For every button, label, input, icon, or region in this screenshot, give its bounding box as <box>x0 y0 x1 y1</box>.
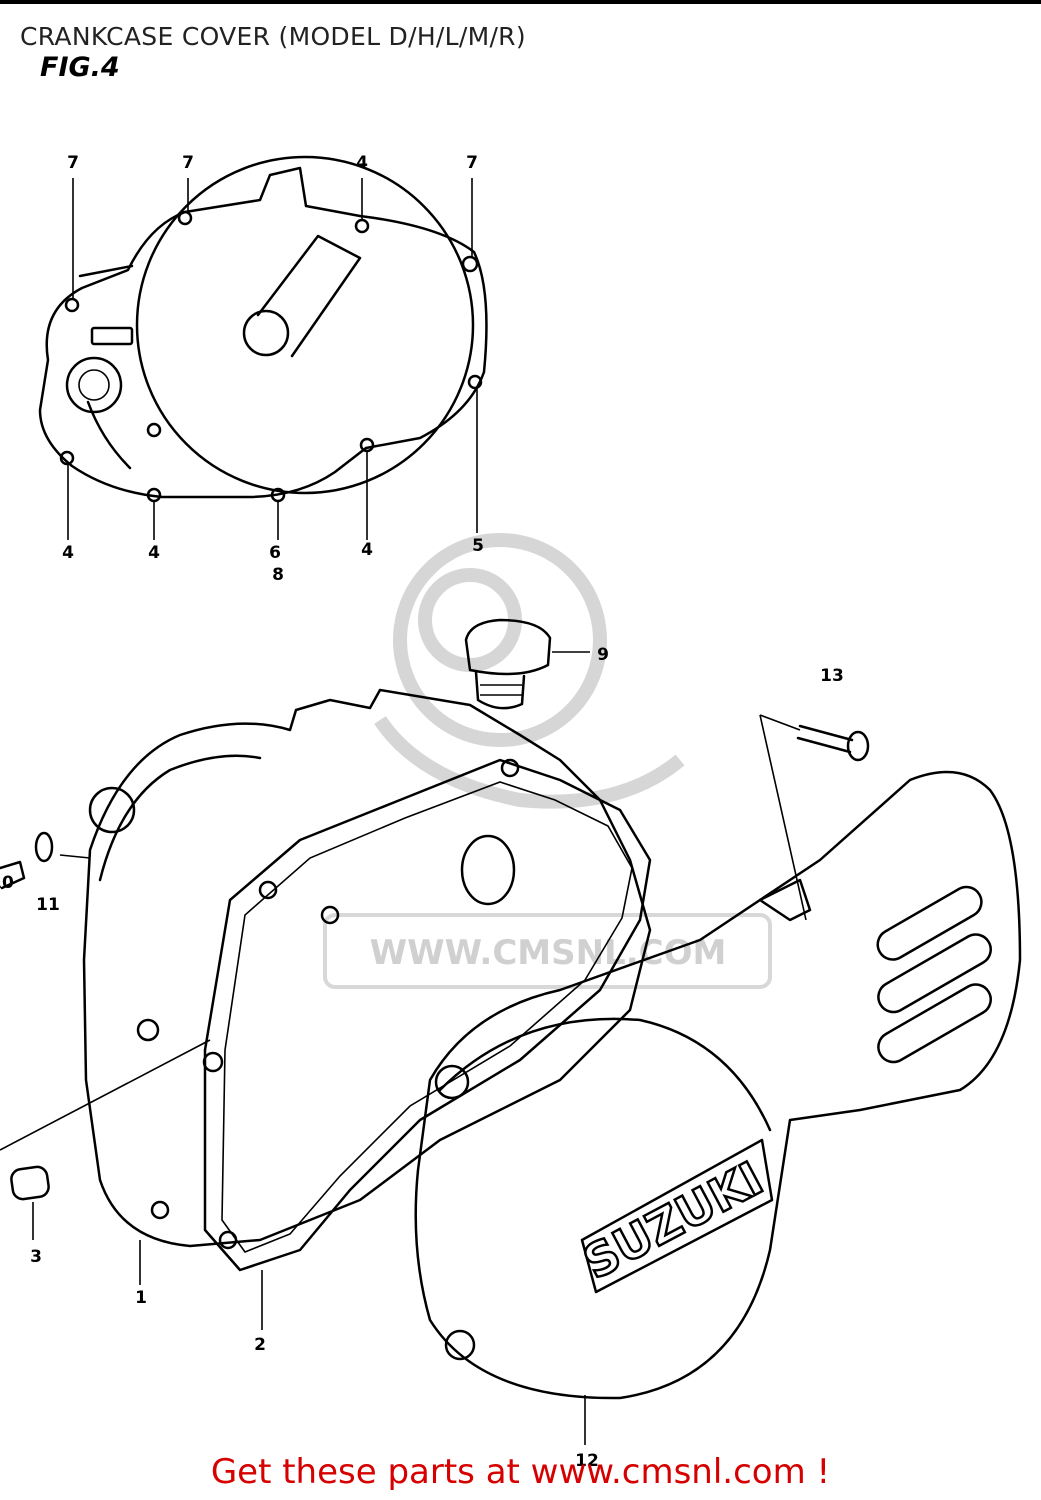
callout-1: 1 <box>135 1288 147 1308</box>
callout-11: 11 <box>36 895 60 915</box>
callout-2: 2 <box>254 1335 266 1355</box>
callout-7: 7 <box>182 153 194 173</box>
callout-6: 6 <box>269 543 281 563</box>
leaders-lower <box>32 651 590 1445</box>
callout-4: 4 <box>356 153 368 173</box>
footer-link-text[interactable]: Get these parts at www.cmsnl.com ! <box>210 1452 831 1492</box>
watermark-text: WWW.CMSNL.COM <box>370 933 727 973</box>
cover-detail-drawing <box>38 155 488 503</box>
figure-label: FIG.4 <box>40 52 120 83</box>
watermark: WWW.CMSNL.COM <box>323 533 772 989</box>
callout-3: 3 <box>30 1247 42 1267</box>
callout-7: 7 <box>67 153 79 173</box>
callout-10: 10 <box>0 873 14 893</box>
callout-4: 4 <box>148 543 160 563</box>
callout-7: 7 <box>466 153 478 173</box>
callout-12: 12 <box>575 1451 599 1471</box>
callout-4: 4 <box>361 540 373 560</box>
callout-5: 5 <box>472 536 484 556</box>
callout-6-8: 6 8 <box>269 543 287 585</box>
page-title: CRANKCASE COVER (MODEL D/H/L/M/R) <box>20 22 526 51</box>
callout-labels: 7 7 4 7 4 4 6 8 4 5 9 13 10 11 3 1 2 12 <box>0 153 844 1471</box>
callout-8: 8 <box>272 565 284 585</box>
callout-9: 9 <box>597 645 609 665</box>
cover-logo: SUZUKI <box>575 1151 772 1290</box>
callout-4: 4 <box>62 543 74 563</box>
leaders-upper <box>67 178 478 540</box>
callout-13: 13 <box>820 666 844 686</box>
top-rule <box>0 0 1041 4</box>
